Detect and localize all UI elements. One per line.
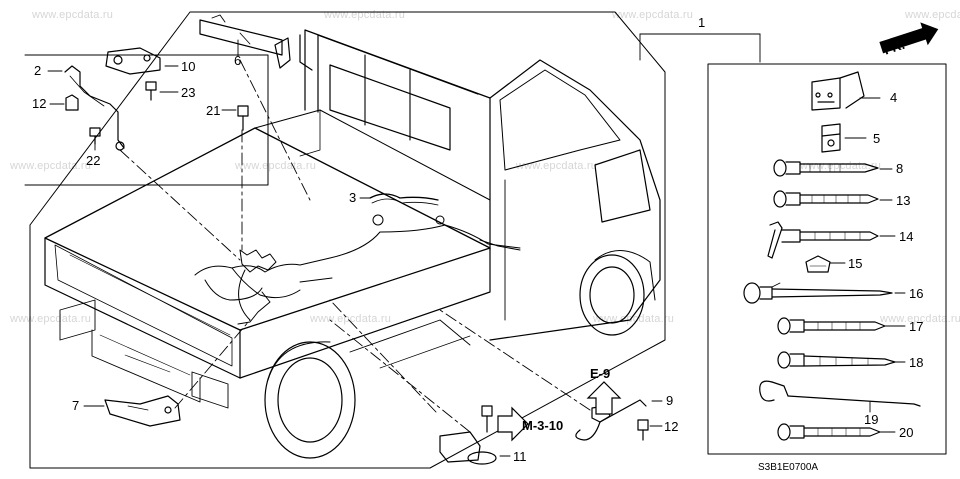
main-frame [29,11,666,469]
part-10-bracket [105,47,161,75]
callout-22: 22 [86,153,100,168]
ref-arrow-m310 [497,406,529,442]
watermark: www.epcdata.ru [516,160,598,172]
watermark: www.epcdata.ru [880,313,960,325]
callout-19: 19 [864,412,878,427]
ref-e9[interactable]: E-9 [590,366,610,381]
part-19-clip [759,380,921,407]
part-17-clip [777,317,886,335]
diagram-code: S3B1E0700A [758,462,818,473]
front-arrow [879,22,939,54]
callout-13: 13 [896,193,910,208]
callout-15: 15 [848,256,862,271]
leader-lines [47,33,906,457]
part-20-clip [777,423,881,441]
watermark: www.epcdata.ru [235,160,317,172]
part-14-clip [767,221,879,259]
watermark: www.epcdata.ru [10,160,92,172]
front-label: FR. [882,37,907,58]
part-13-clip [773,190,879,208]
callout-2: 2 [34,63,41,78]
part-4-connector [811,71,865,111]
ref-m310[interactable]: M-3-10 [522,418,563,433]
part-16-clip [743,282,893,304]
callout-11: 11 [513,449,527,464]
callout-6: 6 [234,53,241,68]
callout-12-upper: 12 [32,96,46,111]
clips-inset-frame [707,63,947,455]
callout-12-lower: 12 [664,419,678,434]
truck-bed [44,109,491,409]
ref-arrow-e9 [586,381,622,415]
part-5-clip [821,123,841,153]
watermark: www.epcdata.ru [905,9,960,21]
part-2-harness [64,65,125,151]
callout-21: 21 [206,103,220,118]
callout-23: 23 [181,85,195,100]
callout-8: 8 [896,161,903,176]
inset-frame-upper-left [24,54,269,186]
watermark: www.epcdata.ru [310,313,392,325]
part-8-clip [773,159,879,177]
watermark: www.epcdata.ru [612,9,694,21]
wire-harness [194,214,521,325]
part-6-bracket [199,14,291,69]
callout-20: 20 [899,425,913,440]
callout-17: 17 [909,319,923,334]
part-15-clip [805,255,831,273]
cab [264,29,661,459]
part-21-bolt [237,105,249,131]
callout-10: 10 [181,59,195,74]
callout-16: 16 [909,286,923,301]
callout-14: 14 [899,229,913,244]
callout-3: 3 [349,190,356,205]
callout-9: 9 [666,393,673,408]
part-7-bracket [104,395,181,427]
dashed-leaders [119,59,591,433]
watermark: www.epcdata.ru [32,9,114,21]
callout-18: 18 [909,355,923,370]
callout-1: 1 [698,15,705,30]
part-23-bolt [145,81,157,101]
harness-3 [369,193,439,201]
callout-4: 4 [890,90,897,105]
callout-7: 7 [72,398,79,413]
callout-5: 5 [873,131,880,146]
part-18-clip [777,351,896,369]
part-12-bolt-lower [637,419,649,441]
